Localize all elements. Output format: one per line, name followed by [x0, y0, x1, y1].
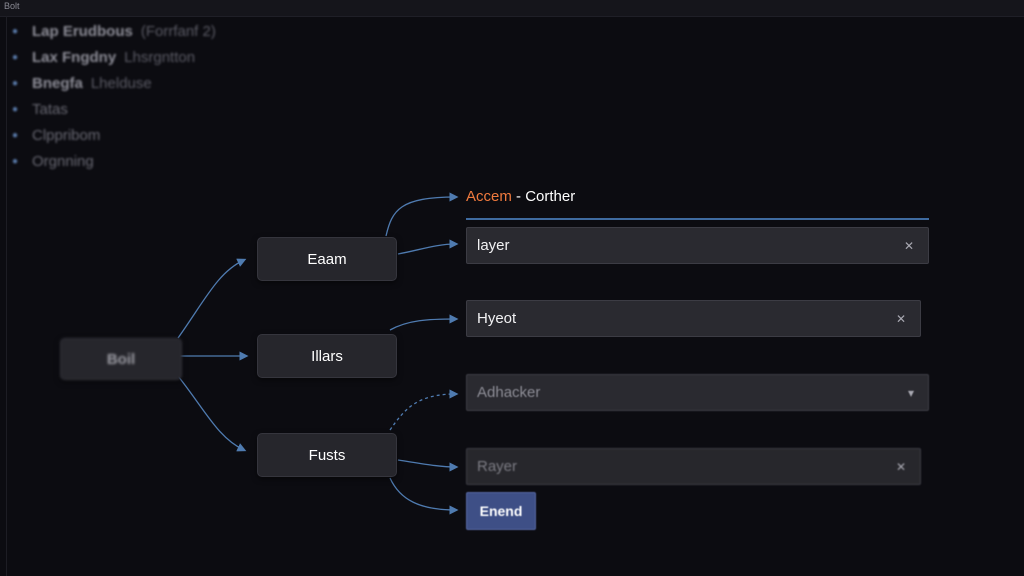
left-divider [6, 16, 7, 576]
tree-item[interactable]: ● Lax Fngdny Lhsrgntton [12, 48, 196, 66]
connector-fusts-field4 [397, 459, 459, 472]
x-icon[interactable]: ✕ [903, 238, 914, 253]
submit-button[interactable]: Enend [466, 492, 536, 530]
title-underline [466, 218, 929, 220]
bullet-icon: ● [12, 103, 19, 115]
chevron-down-icon[interactable]: ▾ [907, 385, 914, 400]
bullet-icon: ● [12, 51, 19, 63]
connector-eaam-header [385, 192, 459, 237]
node-eaam[interactable]: Eaam [257, 237, 397, 281]
node-fusts[interactable]: Fusts [257, 433, 397, 477]
bullet-icon: ● [12, 155, 19, 167]
adhacker-select[interactable]: Adhacker ▾ [466, 374, 929, 411]
tree-item[interactable]: ● Lap Erudbous (Forrfanf 2) [12, 22, 216, 40]
connector-fusts-field3 [389, 389, 459, 431]
title-separator: - [511, 188, 526, 205]
node-root[interactable]: Boil [60, 338, 182, 380]
connector-fusts-button [389, 477, 459, 515]
tree-item[interactable]: ● Clppribom [12, 126, 101, 144]
title-accent: Accem [466, 188, 512, 205]
tree-item[interactable]: ● Orgnning [12, 152, 94, 170]
tree-item[interactable]: ● Tatas [12, 100, 68, 118]
connector-root-fusts [177, 375, 247, 452]
bullet-icon: ● [12, 129, 19, 141]
x-icon[interactable]: ✕ [895, 459, 906, 474]
connector-eaam-field1 [397, 239, 459, 255]
connector-blars-field2 [389, 314, 459, 331]
tree-item[interactable]: ● Bnegfa Lhelduse [12, 74, 152, 92]
hyeot-field[interactable]: Hyeot ✕ [466, 300, 921, 337]
layer-field[interactable]: layer ✕ [466, 227, 929, 264]
rayer-field[interactable]: Rayer ✕ [466, 448, 921, 485]
connector-root-eaam [177, 258, 247, 339]
x-icon[interactable]: ✕ [895, 311, 906, 326]
bullet-icon: ● [12, 77, 19, 89]
outline-tree: ● Lap Erudbous (Forrfanf 2) ● Lax Fngdny… [12, 18, 216, 174]
node-blars[interactable]: Illars [257, 334, 397, 378]
panel-title: Accem - Corther [466, 188, 575, 205]
title-text: Corther [525, 188, 576, 205]
window-title: Bolt [4, 1, 20, 11]
bullet-icon: ● [12, 25, 19, 37]
title-bar: Bolt [0, 0, 1024, 17]
